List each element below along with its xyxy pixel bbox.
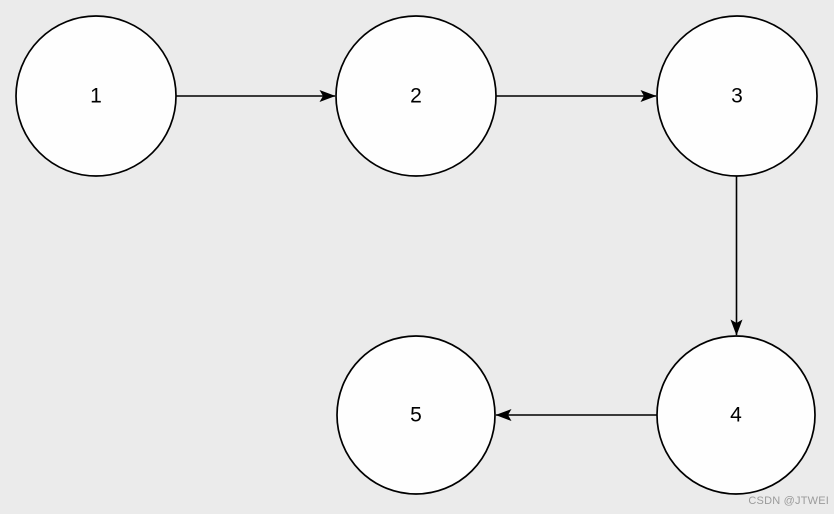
node-label-5: 5 [410,404,422,427]
node-circle-2 [335,15,497,177]
node-label-1: 1 [90,85,102,108]
node-circle-1 [15,15,177,177]
node-3: 3 [656,15,818,177]
edges-layer [176,90,743,421]
node-circle-5 [336,335,496,495]
node-label-4: 4 [730,404,742,427]
node-label-3: 3 [731,85,743,108]
watermark: CSDN @JTWEI [748,495,829,507]
node-4: 4 [656,335,816,495]
node-circle-4 [656,335,816,495]
node-label-2: 2 [410,85,422,108]
node-2: 2 [335,15,497,177]
node-1: 1 [15,15,177,177]
node-5: 5 [336,335,496,495]
node-circle-3 [656,15,818,177]
nodes-layer: 1 2 3 4 5 [15,15,818,495]
